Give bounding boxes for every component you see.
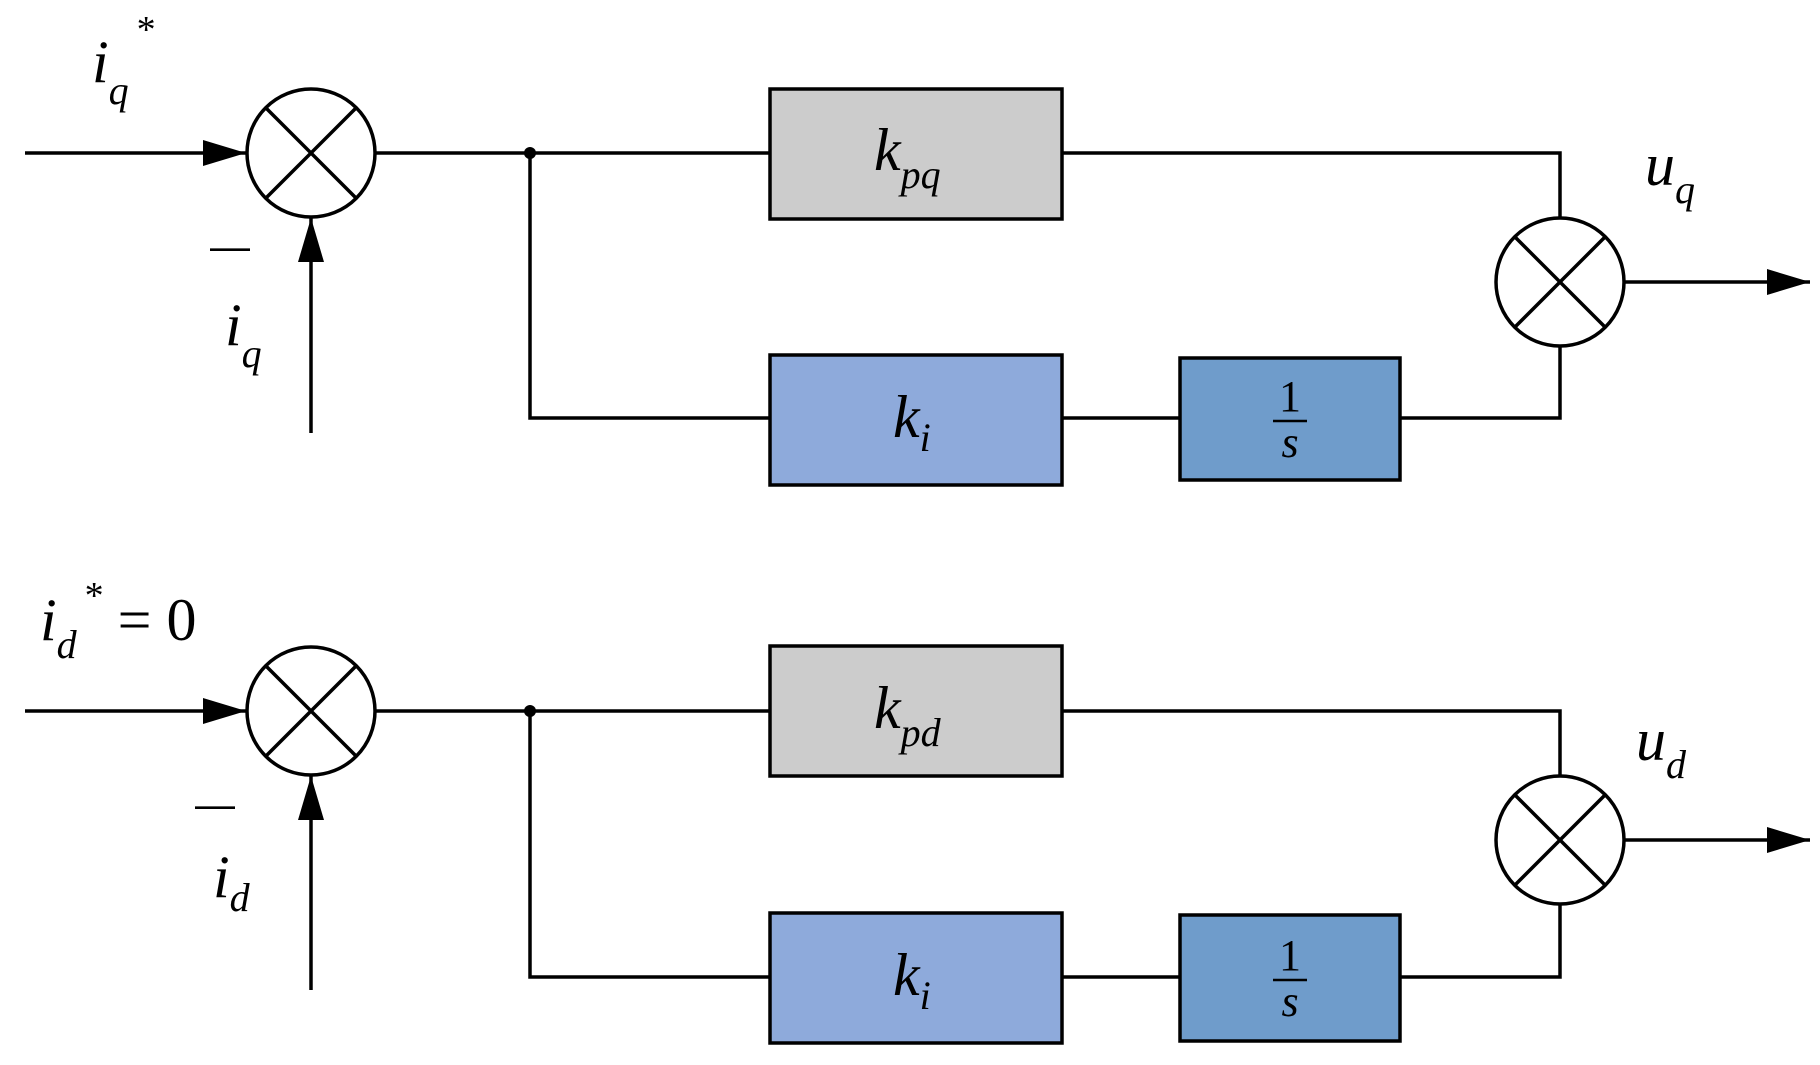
d-output-summing-junction — [1494, 774, 1626, 906]
d-feedback-label: id — [213, 844, 251, 920]
q-integrator-label: 1 s — [1273, 372, 1307, 467]
d-integral-gain-block — [768, 911, 1064, 1045]
q-output-arrowhead — [1767, 269, 1810, 295]
q-proportional-gain-block — [768, 87, 1064, 221]
svg-text:s: s — [1281, 418, 1298, 467]
q-integral-gain-block — [768, 353, 1064, 487]
q-output-summing-junction — [1494, 216, 1626, 348]
q-integral-branch-wire — [528, 153, 770, 420]
d-proportional-gain-block — [768, 644, 1064, 778]
q-reference-label: iq* — [92, 9, 156, 113]
q-integral-output-wire — [1400, 347, 1562, 420]
d-proportional-gain-label: kpd — [874, 675, 942, 755]
d-axis-loop: id*= 0 — id kpd ki 1 s ud — [25, 575, 1810, 1045]
d-input-arrowhead — [203, 698, 246, 724]
q-error-summing-junction — [245, 87, 377, 219]
d-error-summing-junction — [245, 645, 377, 777]
q-proportional-output-wire — [1062, 151, 1562, 218]
d-integral-output-wire — [1400, 904, 1562, 979]
q-feedback-minus-sign: — — [210, 225, 250, 269]
d-feedback-arrowhead — [298, 776, 324, 820]
q-feedback-label: iq — [225, 292, 262, 376]
q-integral-gain-label: ki — [893, 384, 931, 460]
d-output-label: ud — [1636, 707, 1687, 787]
svg-text:1: 1 — [1279, 372, 1301, 421]
q-proportional-gain-label: kpq — [874, 117, 941, 197]
svg-text:1: 1 — [1279, 931, 1301, 980]
q-feedback-arrowhead — [298, 218, 324, 262]
d-integrator-label: 1 s — [1273, 931, 1307, 1026]
q-input-arrowhead — [203, 140, 246, 166]
q-output-label: uq — [1645, 132, 1695, 212]
d-reference-label: id*= 0 — [40, 575, 197, 667]
q-axis-loop: iq* — iq kpq ki 1 s uq — [25, 9, 1810, 487]
d-output-arrowhead — [1767, 827, 1810, 853]
d-feedback-minus-sign: — — [195, 783, 235, 827]
svg-text:s: s — [1281, 977, 1298, 1026]
d-integral-gain-label: ki — [893, 942, 931, 1018]
d-integral-branch-wire — [528, 711, 770, 979]
d-proportional-output-wire — [1062, 709, 1562, 775]
